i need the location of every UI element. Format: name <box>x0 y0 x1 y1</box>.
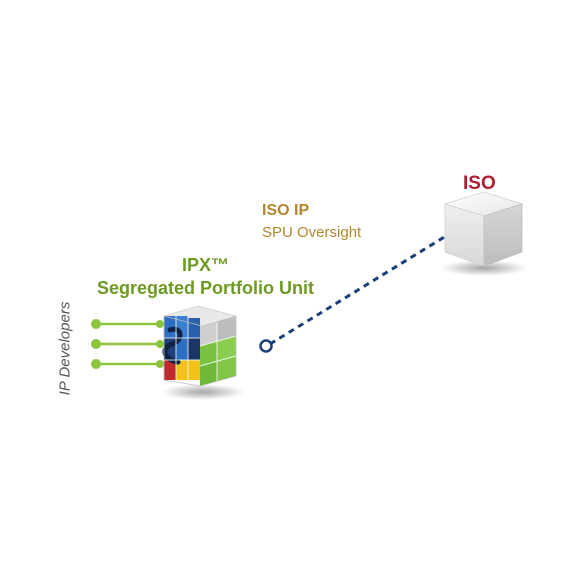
iso-label: ISO <box>463 173 496 194</box>
connector-node-icon <box>259 339 273 353</box>
developer-input-dots <box>91 319 164 369</box>
iso-cube-icon <box>440 191 528 276</box>
oversight-connector <box>269 234 447 346</box>
ipx-subtitle: Segregated Portfolio Unit <box>97 278 315 298</box>
iso-ip-title: ISO IP <box>262 202 310 219</box>
ip-developers-label: IP Developers <box>56 301 74 396</box>
portfolio-cube-icon <box>161 305 245 400</box>
ipx-title: IPX™ <box>182 255 230 275</box>
iso-ip-subtitle: SPU Oversight <box>262 224 362 241</box>
